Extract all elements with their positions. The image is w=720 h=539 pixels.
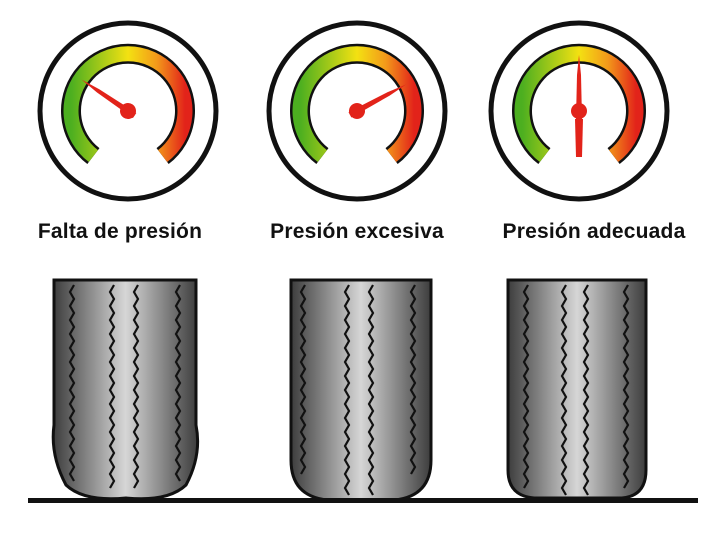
tread-groove <box>108 284 116 489</box>
tread-groove <box>560 284 568 496</box>
tread-groove <box>409 284 417 475</box>
label-overinflated: Presión excesiva <box>270 220 444 243</box>
tire-underinflated <box>51 278 200 501</box>
tread-groove <box>132 284 140 489</box>
gauge-needle <box>571 55 587 157</box>
tread-groove <box>343 284 351 496</box>
tread-groove <box>522 284 530 489</box>
gauge-underinflated <box>37 20 219 202</box>
tread-groove <box>622 284 630 489</box>
panel-underinflated: Falta de presión <box>0 0 240 539</box>
tread-groove <box>367 284 375 496</box>
ground-line <box>28 498 698 503</box>
tread-groove <box>174 284 182 482</box>
tire-overinflated <box>289 278 433 502</box>
tread-groove <box>68 284 76 482</box>
gauge-arc-color <box>292 46 422 163</box>
gauge-arc-color <box>63 46 193 163</box>
gauge-needle <box>81 79 137 119</box>
label-underinflated: Falta de presión <box>37 220 203 243</box>
gauge-arc-color <box>514 46 644 163</box>
tread-groove <box>582 284 590 496</box>
gauge-overinflated <box>266 20 448 202</box>
panel-correct: Presión adecuada <box>480 0 720 539</box>
label-correct: Presión adecuada <box>502 220 686 243</box>
tread-groove <box>299 284 307 475</box>
gauge-needle <box>348 84 407 119</box>
tire-correct <box>506 278 648 500</box>
panel-overinflated: Presión excesiva <box>240 0 480 539</box>
gauge-correct <box>488 20 670 202</box>
